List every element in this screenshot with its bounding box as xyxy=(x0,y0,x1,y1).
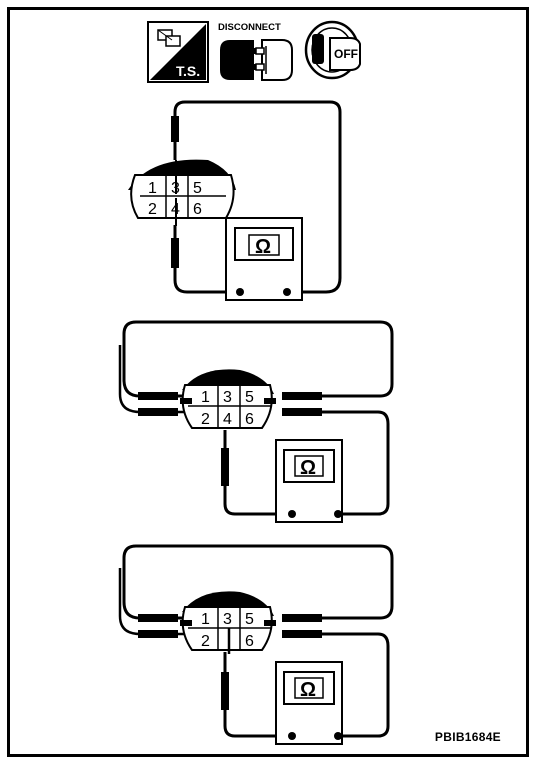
pin-4: 4 xyxy=(171,201,180,218)
figure-frame xyxy=(7,7,529,757)
ohm-symbol: Ω xyxy=(300,457,316,479)
pin-4: 4 xyxy=(223,411,232,428)
pin-3: 3 xyxy=(223,611,232,628)
disconnect-icon: DISCONNECT xyxy=(218,22,293,81)
key-off-label: OFF xyxy=(334,47,358,61)
figure-code: PBIB1684E xyxy=(434,730,501,744)
probe-bottom xyxy=(171,238,179,268)
pin-6: 6 xyxy=(193,201,202,218)
pin-3: 3 xyxy=(171,180,180,197)
pin-6: 6 xyxy=(245,633,254,650)
pin-1: 1 xyxy=(201,611,210,628)
pin-2: 2 xyxy=(201,633,210,650)
pin-1: 1 xyxy=(148,180,157,197)
pin-5: 5 xyxy=(245,389,254,406)
ohm-symbol: Ω xyxy=(255,236,271,258)
pin-2: 2 xyxy=(148,201,157,218)
ts-label: T.S. xyxy=(176,63,200,79)
ts-icon: T.S. xyxy=(147,21,209,83)
disconnect-label: DISCONNECT xyxy=(218,22,281,33)
pin-6: 6 xyxy=(245,411,254,428)
probe-top xyxy=(171,116,179,142)
pin-2: 2 xyxy=(201,411,210,428)
diagram-1: 1 3 5 2 4 6 Ω xyxy=(128,100,342,301)
ohm-symbol: Ω xyxy=(300,679,316,701)
ignition-key-off-icon: OFF xyxy=(304,20,361,80)
diagram-2: 1 3 5 2 4 6 Ω xyxy=(118,320,394,523)
pin-1: 1 xyxy=(201,389,210,406)
pin-5: 5 xyxy=(193,180,202,197)
diagram-3: 1 3 5 2 6 Ω xyxy=(118,544,394,745)
pin-3: 3 xyxy=(223,389,232,406)
pin-5: 5 xyxy=(245,611,254,628)
